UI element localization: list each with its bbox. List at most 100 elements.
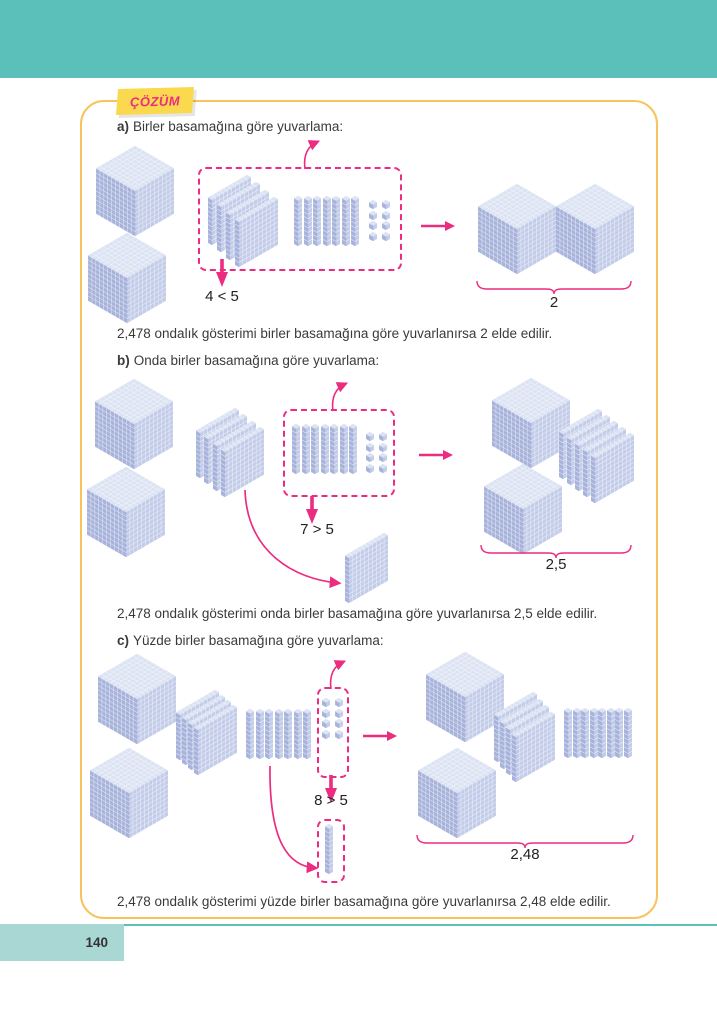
unit-block — [378, 431, 387, 442]
comparison-c: 8 > 5 — [314, 792, 348, 809]
section-c-letter: c) — [117, 633, 130, 648]
rod-block — [339, 423, 348, 475]
cube-block — [417, 747, 497, 839]
rod-block — [274, 708, 283, 760]
result-value-a: 2 — [549, 294, 559, 311]
cube-block — [95, 145, 175, 237]
section-c-caption: 2,478 ondalık gösterimi yüzde birler bas… — [117, 894, 611, 909]
unit-block — [368, 231, 378, 241]
unit-block — [321, 708, 331, 718]
rod-block — [312, 195, 322, 247]
cube-block — [425, 651, 505, 743]
rod-block — [293, 195, 303, 247]
rod-block — [614, 707, 624, 759]
flat-block — [193, 704, 238, 776]
rod-block — [283, 708, 293, 760]
flat-block — [234, 196, 279, 268]
unit-block — [378, 452, 387, 463]
cube-block — [89, 747, 169, 839]
curved-up-arrow-icon-c — [326, 658, 352, 690]
rod-block — [331, 195, 341, 247]
down-arrow-icon-c — [324, 774, 338, 804]
rod-block — [350, 195, 360, 247]
flat-block — [511, 711, 556, 782]
unit-block — [381, 231, 390, 241]
cube-block — [483, 463, 563, 555]
footer-rule — [0, 924, 717, 926]
rounded-away-box-c — [317, 687, 349, 778]
comparison-a: 4 < 5 — [205, 288, 239, 305]
result-brace-c — [416, 831, 634, 851]
section-a-caption: 2,478 ondalık gösterimi birler basamağın… — [117, 326, 553, 341]
solution-badge-label: ÇÖZÜM — [129, 92, 181, 110]
cube-block — [97, 653, 177, 745]
rod-block — [301, 423, 310, 475]
unit-block — [378, 442, 387, 452]
rod-block — [324, 823, 334, 875]
rod-block — [255, 708, 264, 760]
unit-block — [365, 452, 375, 463]
rod-block — [348, 423, 358, 475]
rod-block — [322, 195, 331, 247]
right-arrow-icon-c — [362, 730, 398, 742]
flat-block — [590, 432, 635, 504]
rod-block — [320, 423, 329, 475]
comparison-b: 7 > 5 — [300, 521, 334, 538]
flat-block — [344, 532, 389, 604]
rod-block — [341, 195, 350, 247]
unit-block — [381, 199, 390, 210]
cube-block — [94, 378, 174, 470]
result-brace-a — [476, 277, 632, 297]
solution-badge: ÇÖZÜM — [115, 86, 195, 116]
page-number-tab: 140 — [0, 924, 124, 961]
cube-block — [477, 183, 557, 275]
curved-up-arrow-icon-b — [328, 380, 354, 412]
rounded-away-box-b — [283, 409, 395, 497]
down-arrow-icon-a — [215, 258, 229, 288]
unit-block — [334, 697, 343, 708]
cube-block — [87, 232, 167, 324]
cube-block — [86, 466, 166, 558]
cube-block — [555, 183, 635, 275]
unit-block — [365, 442, 375, 452]
unit-block — [365, 431, 375, 442]
result-brace-b — [480, 541, 632, 561]
rounded-away-box-a — [198, 167, 402, 271]
unit-block — [381, 220, 390, 231]
section-a-letter: a) — [117, 119, 130, 134]
section-b-caption: 2,478 ondalık gösterimi onda birler basa… — [117, 606, 598, 621]
unit-block — [334, 708, 343, 718]
rod-block — [303, 195, 312, 247]
rod-block — [597, 707, 607, 759]
curved-up-arrow-icon — [300, 138, 326, 170]
section-b-heading: b)Onda birler basamağına göre yuvarlama: — [117, 353, 380, 368]
curved-carry-arrow-b — [238, 482, 348, 594]
unit-block — [368, 210, 378, 220]
result-value-b: 2,5 — [545, 556, 567, 573]
rod-block — [329, 423, 339, 475]
unit-block — [368, 220, 378, 231]
unit-block — [321, 718, 331, 729]
unit-block — [378, 463, 387, 473]
section-a-heading: a)Birler basamağına göre yuvarlama: — [117, 119, 344, 134]
unit-block — [334, 718, 343, 729]
rod-block — [264, 708, 274, 760]
down-arrow-icon-b — [305, 495, 319, 525]
rod-block — [580, 707, 590, 759]
rod-block — [245, 708, 255, 760]
rod-block — [623, 707, 632, 759]
curved-carry-arrow-c — [260, 760, 324, 874]
unit-block — [368, 199, 378, 210]
unit-block — [381, 210, 390, 220]
page-header-band — [0, 0, 717, 78]
rod-block — [589, 707, 598, 759]
unit-block — [321, 697, 331, 708]
page-number: 140 — [85, 935, 108, 950]
rod-block — [302, 708, 312, 760]
unit-block — [365, 463, 375, 473]
rod-block — [563, 707, 573, 759]
unit-block — [334, 729, 343, 739]
result-value-c: 2,48 — [510, 846, 540, 863]
rod-block — [291, 423, 301, 475]
carried-rod-box-c — [317, 819, 345, 883]
